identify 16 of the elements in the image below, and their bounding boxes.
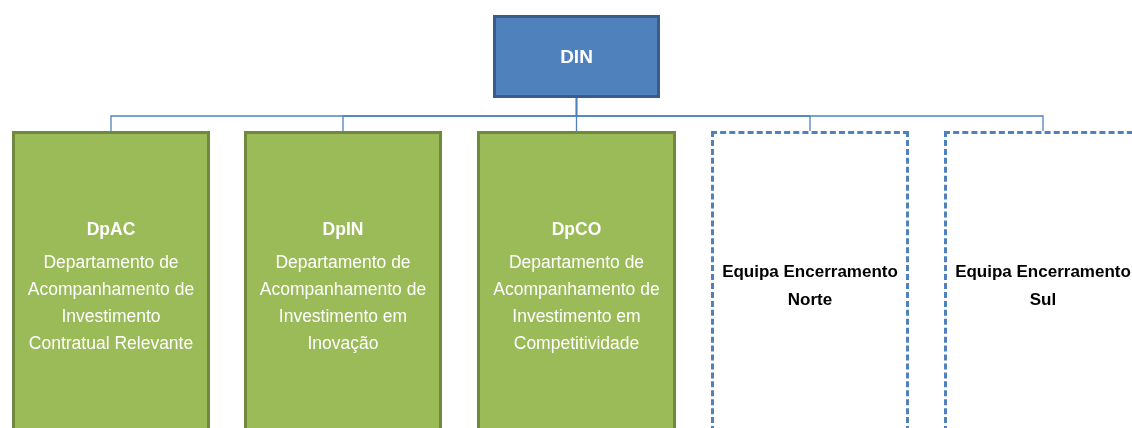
box-label: Departamento de Acompanhamento de Investimento Contratual Relevante	[26, 250, 196, 355]
department-box	[493, 15, 660, 98]
box-label: Departamento de Acompanhamento de Investimento em Competitividade	[492, 250, 661, 355]
team-box	[944, 131, 1132, 428]
box-label: Equipa Encerramento Sul	[954, 261, 1132, 311]
department-box	[12, 131, 210, 428]
box-label: Departamento de Acompanhamento de Investimento em Inovação	[258, 250, 428, 355]
department-box	[477, 131, 676, 428]
box-heading: DpIN	[322, 217, 364, 241]
box-heading: DpCO	[551, 217, 602, 241]
department-box	[244, 131, 442, 428]
team-box	[711, 131, 909, 428]
connector-line	[575, 97, 1044, 132]
box-label: Equipa Encerramento Norte	[721, 261, 899, 311]
box-heading: DpAC	[86, 217, 136, 241]
box-label: DIN	[560, 45, 593, 68]
